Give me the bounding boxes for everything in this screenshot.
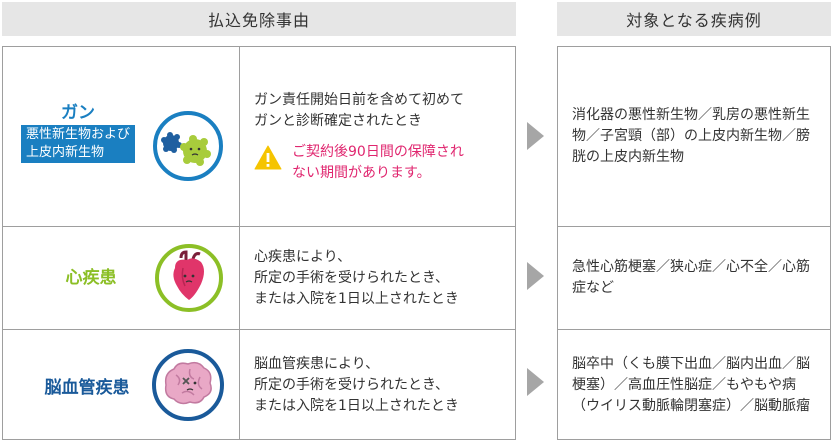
condition-title: 脳血管疾患 bbox=[44, 378, 130, 398]
arrow-right-icon bbox=[527, 122, 544, 150]
examples-row-brain: 脳卒中（くも膜下出血／脳内出血／脳梗塞）／高血圧性脳症／もやもや病（ウイリス動脈… bbox=[558, 329, 830, 440]
heart-icon bbox=[153, 242, 225, 318]
table-row-cerebrovascular: 脳血管疾患 脳血管疾患により、 所定の手術を受けられたとき、 または入院を1日以… bbox=[3, 329, 515, 440]
reason-cell-heart: 心疾患により、 所定の手術を受けられたとき、 または入院を1日以上されたとき bbox=[240, 227, 515, 329]
arrow-right-icon bbox=[527, 262, 544, 290]
reason-text: 脳血管疾患により、 所定の手術を受けられたとき、 または入院を1日以上されたとき bbox=[254, 355, 459, 414]
reason-cell-cancer: ガン責任開始日前を含めて初めて ガンと診断確定されたとき ご契約後90日間の保障… bbox=[240, 47, 515, 226]
table-row-cancer: ガン 悪性新生物および 上皮内新生物 bbox=[3, 47, 515, 226]
condition-cell-heart: 心疾患 bbox=[3, 227, 239, 329]
arrow-right-icon bbox=[527, 368, 544, 396]
condition-name-cancer: ガン 悪性新生物および 上皮内新生物 bbox=[11, 102, 145, 163]
reason-text: 心疾患により、 所定の手術を受けられたとき、 または入院を1日以上されたとき bbox=[254, 248, 459, 307]
condition-title: ガン bbox=[61, 103, 95, 123]
header-target-diseases: 対象となる疾病例 bbox=[557, 2, 831, 36]
disease-examples: 消化器の悪性新生物／乳房の悪性新生物／子宮頸（部）の上皮内新生物／膀胱の上皮内新… bbox=[572, 107, 810, 165]
condition-cell-cancer: ガン 悪性新生物および 上皮内新生物 bbox=[3, 47, 239, 226]
header-payment-exemption-reason: 払込免除事由 bbox=[2, 2, 516, 36]
examples-cell: 消化器の悪性新生物／乳房の悪性新生物／子宮頸（部）の上皮内新生物／膀胱の上皮内新… bbox=[558, 47, 830, 226]
table-row-heart-disease: 心疾患 心疾患により、 所定の手術を受けられたとき、 または入院を1日以上された… bbox=[3, 226, 515, 329]
warning-triangle-icon bbox=[254, 145, 282, 175]
examples-row-heart: 急性心筋梗塞／狭心症／心不全／心筋症など bbox=[558, 226, 830, 329]
condition-title: 心疾患 bbox=[65, 268, 117, 288]
examples-cell: 脳卒中（くも膜下出血／脳内出血／脳梗塞）／高血圧性脳症／もやもや病（ウイリス動脈… bbox=[558, 330, 830, 440]
warning-text: ご契約後90日間の保障され ない期間があります。 bbox=[292, 143, 464, 181]
reason-cell-brain: 脳血管疾患により、 所定の手術を受けられたとき、 または入院を1日以上されたとき bbox=[240, 330, 515, 440]
exemption-table: ガン 悪性新生物および 上皮内新生物 bbox=[2, 46, 516, 440]
reason-text: ガン責任開始日前を含めて初めて ガンと診断確定されたとき bbox=[254, 91, 464, 129]
examples-cell: 急性心筋梗塞／狭心症／心不全／心筋症など bbox=[558, 227, 830, 329]
condition-cell-brain: 脳血管疾患 bbox=[3, 330, 239, 440]
examples-row-cancer: 消化器の悪性新生物／乳房の悪性新生物／子宮頸（部）の上皮内新生物／膀胱の上皮内新… bbox=[558, 47, 830, 226]
brain-icon bbox=[150, 347, 226, 427]
cancer-cell-icon bbox=[151, 109, 225, 187]
target-diseases-table: 消化器の悪性新生物／乳房の悪性新生物／子宮頸（部）の上皮内新生物／膀胱の上皮内新… bbox=[557, 46, 831, 440]
warning-note: ご契約後90日間の保障され ない期間があります。 bbox=[254, 142, 501, 184]
disease-examples: 急性心筋梗塞／狭心症／心不全／心筋症など bbox=[572, 259, 810, 296]
condition-subtitle: 悪性新生物および 上皮内新生物 bbox=[20, 125, 135, 163]
disease-examples: 脳卒中（くも膜下出血／脳内出血／脳梗塞）／高血圧性脳症／もやもや病（ウイリス動脈… bbox=[572, 355, 810, 414]
column-divider bbox=[239, 47, 240, 439]
